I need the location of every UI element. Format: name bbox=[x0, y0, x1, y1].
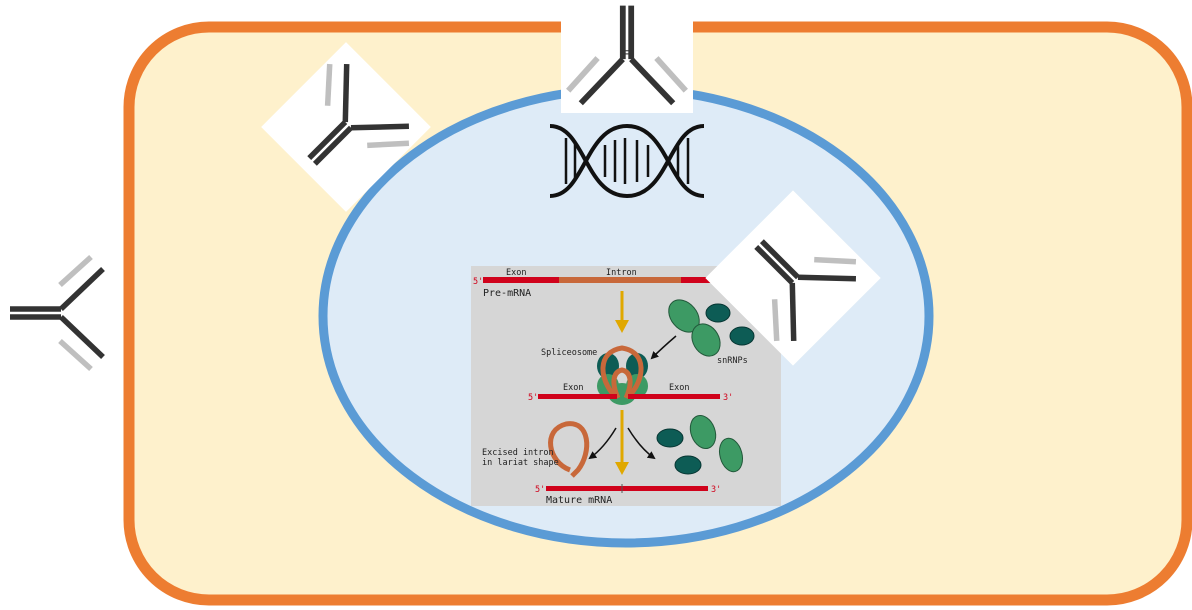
exon-label-left: Exon bbox=[563, 383, 583, 393]
five-prime-mid: 5' bbox=[528, 393, 538, 403]
exon-segment bbox=[483, 277, 559, 283]
snrnps-label: snRNPs bbox=[717, 356, 748, 366]
exon-label-right: Exon bbox=[669, 383, 689, 393]
spliceosome bbox=[597, 345, 648, 405]
five-prime-top: 5' bbox=[473, 277, 483, 287]
dna-double-helix-icon bbox=[549, 123, 705, 199]
intron-label: Intron bbox=[606, 268, 637, 278]
process-arrow bbox=[615, 291, 629, 333]
exon-segment bbox=[538, 394, 617, 399]
snrnp-cluster bbox=[668, 299, 755, 357]
lariat-intron bbox=[548, 421, 590, 478]
antibody-y-icon bbox=[561, 0, 693, 113]
five-prime-bottom: 5' bbox=[535, 485, 545, 495]
intron-segment bbox=[559, 277, 681, 283]
spliceosome-label: Spliceosome bbox=[541, 348, 597, 358]
release-arrow-left bbox=[588, 427, 617, 460]
lariat-shape-label: in lariat shape bbox=[482, 458, 559, 468]
antibody-y-icon bbox=[10, 254, 105, 372]
excised-intron-label: Excised intron bbox=[482, 448, 554, 458]
three-prime-mid: 3' bbox=[723, 393, 733, 403]
mature-mrna-label: Mature mRNA bbox=[546, 495, 612, 506]
mature-mrna-strand bbox=[546, 486, 708, 491]
release-arrow-right bbox=[627, 427, 656, 460]
assembly-arrow bbox=[650, 335, 677, 360]
process-arrow bbox=[615, 410, 629, 475]
released-snrnps bbox=[656, 415, 744, 475]
exon-segment bbox=[628, 394, 720, 399]
splicing-panel: Exon Intron 5' Pre-mRNA snRNPs Spliceoso… bbox=[471, 266, 781, 506]
three-prime-bottom: 3' bbox=[711, 485, 721, 495]
pre-mrna-label: Pre-mRNA bbox=[483, 288, 531, 299]
exon-label-top: Exon bbox=[506, 268, 526, 278]
